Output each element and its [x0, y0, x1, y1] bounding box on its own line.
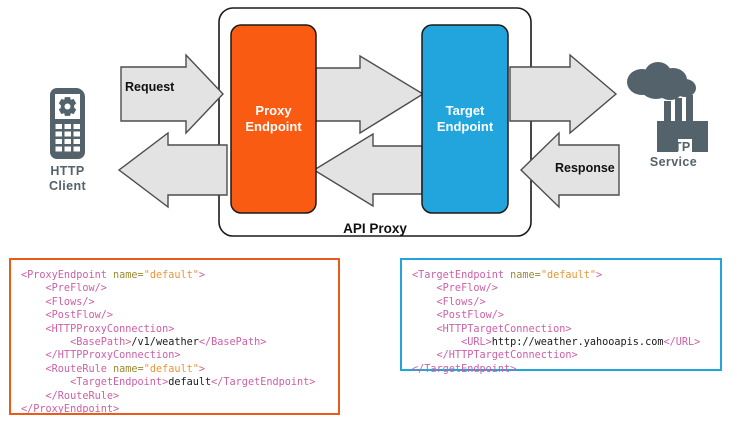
- target-endpoint-label-line1: Target: [445, 103, 485, 118]
- arrow-target-to-proxy: [312, 132, 423, 208]
- cloud-factory-icon: [627, 62, 708, 152]
- target-endpoint-label-line2: Endpoint: [436, 119, 494, 134]
- target-endpoint-box[interactable]: [421, 24, 509, 214]
- proxy-endpoint-box[interactable]: [230, 24, 317, 214]
- proxy-endpoint-config-code: <ProxyEndpoint name="default"> <PreFlow/…: [21, 270, 316, 416]
- arrow-request: [120, 53, 224, 135]
- arrow-response: [519, 131, 620, 209]
- proxy-endpoint-config-panel[interactable]: <ProxyEndpoint name="default"> <PreFlow/…: [9, 258, 340, 415]
- arrow-target-to-service: [509, 53, 618, 135]
- http-service-label: HTTP Service: [636, 140, 711, 170]
- api-proxy-caption: API Proxy: [343, 221, 407, 236]
- http-client-label: HTTP Client: [30, 164, 105, 194]
- request-label: Request: [125, 80, 175, 94]
- arrow-proxy-to-target: [315, 54, 425, 135]
- http-service-label-line1: HTTP: [656, 140, 691, 154]
- arrow-proxy-to-client: [117, 131, 228, 209]
- response-label: Response: [555, 161, 615, 175]
- proxy-endpoint-label-line2: Endpoint: [245, 119, 302, 134]
- http-service-label-line2: Service: [649, 155, 698, 169]
- http-client-label-line1: HTTP: [50, 164, 85, 178]
- target-endpoint-config-code: <TargetEndpoint name="default"> <PreFlow…: [412, 270, 701, 375]
- proxy-endpoint-label: Proxy Endpoint: [231, 103, 316, 135]
- mobile-phone-gear-icon: [50, 88, 85, 159]
- target-endpoint-config-panel[interactable]: <TargetEndpoint name="default"> <PreFlow…: [400, 258, 722, 375]
- proxy-endpoint-label-line1: Proxy: [255, 103, 292, 118]
- target-endpoint-label: Target Endpoint: [422, 103, 508, 135]
- http-client-label-line2: Client: [48, 179, 87, 193]
